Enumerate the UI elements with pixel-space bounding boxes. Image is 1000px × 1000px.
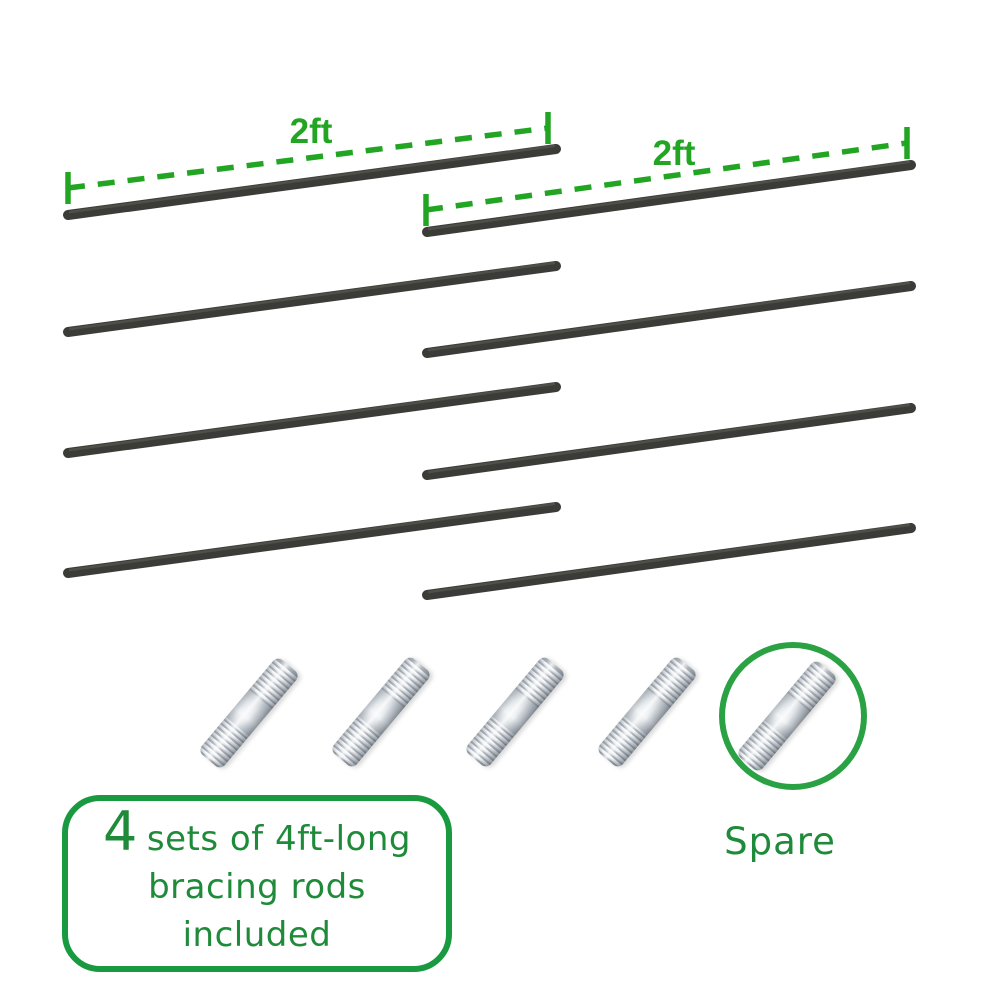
bracing-rod bbox=[422, 523, 916, 600]
spare-circle-highlight bbox=[719, 642, 867, 790]
callout-line-2: bracing rods bbox=[148, 867, 366, 907]
bracing-rod bbox=[63, 261, 561, 337]
rod-highlight bbox=[68, 144, 556, 214]
bracing-rod bbox=[422, 160, 916, 237]
rod-highlights bbox=[68, 144, 911, 594]
rod-highlight bbox=[427, 403, 911, 474]
callout-line-1: 4 sets of 4ft-long bbox=[103, 800, 411, 863]
measurement-label-1: 2ft bbox=[289, 112, 333, 151]
bracing-rods-group bbox=[63, 144, 916, 600]
measurement-label-2: 2ft bbox=[652, 134, 696, 173]
bracing-rod bbox=[422, 281, 916, 358]
rod-highlight bbox=[427, 160, 911, 231]
callout-line-3: included bbox=[182, 915, 332, 955]
bracing-rod bbox=[63, 502, 561, 578]
bracing-rod bbox=[422, 403, 916, 480]
spare-label: Spare bbox=[724, 820, 836, 863]
measurement-line-2 bbox=[423, 127, 910, 226]
rod-highlight bbox=[427, 281, 911, 352]
measurement-line-1 bbox=[65, 112, 551, 204]
bracing-rod bbox=[63, 382, 561, 458]
rod-highlight bbox=[68, 502, 556, 572]
measure-dashed-line bbox=[425, 140, 908, 213]
callout-box: 4 sets of 4ft-long bracing rods included bbox=[62, 795, 452, 972]
rod-highlight bbox=[68, 382, 556, 452]
measure-dashed-line bbox=[67, 125, 549, 191]
callout-line-1-text: sets of 4ft-long bbox=[146, 819, 411, 859]
rod-highlight bbox=[68, 261, 556, 331]
bracing-rod bbox=[63, 144, 561, 220]
rod-highlight bbox=[427, 523, 911, 594]
callout-number: 4 bbox=[103, 800, 138, 863]
